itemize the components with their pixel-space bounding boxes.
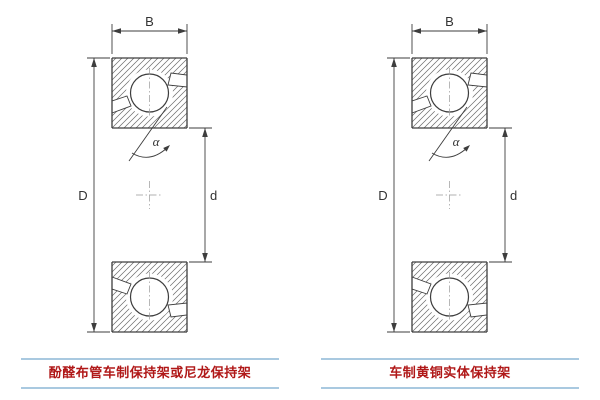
contact-angle-label: α	[453, 134, 461, 149]
bearing-diagram-right: α B D	[378, 14, 517, 333]
bottom-section-outline	[411, 261, 488, 333]
dim-d-arrow-top	[202, 128, 208, 137]
axis-center-mark	[436, 181, 463, 209]
dim-B-arrow-left	[412, 28, 421, 34]
dim-d-extension-lines	[189, 127, 212, 263]
contact-angle-line	[128, 106, 168, 162]
top-ring-gap-right	[467, 72, 488, 88]
dimension-width-B: B	[111, 14, 188, 54]
axis-center-mark	[136, 181, 163, 209]
contact-angle-arrowhead	[163, 145, 170, 152]
figure-left-bearing: α B D	[21, 14, 279, 390]
dim-B-arrow-left	[112, 28, 121, 34]
bottom-section-outline	[111, 261, 188, 333]
dim-d-label: d	[510, 188, 517, 203]
dim-d-arrow-bottom	[202, 253, 208, 262]
dimension-bore-diameter-d: d	[189, 127, 217, 263]
bottom-ring-gap-right	[167, 302, 188, 318]
bottom-ring-gap-right	[467, 302, 488, 318]
dim-B-extension-lines	[411, 24, 488, 54]
dim-B-label: B	[445, 14, 454, 29]
dimension-outer-diameter-D: D	[78, 57, 110, 333]
dim-d-extension-lines	[489, 127, 512, 263]
bottom-ring-section	[111, 261, 188, 333]
figure-right-bearing: α B D	[300, 0, 600, 400]
dim-D-arrow-top	[391, 58, 397, 67]
bottom-ring-section	[411, 261, 488, 333]
top-ring-gap-right	[167, 72, 188, 88]
dim-d-label: d	[210, 188, 217, 203]
bearing-diagram-left: α B D	[78, 14, 217, 333]
dimension-width-B: B	[411, 14, 488, 54]
contact-angle-annotation: α	[128, 106, 170, 162]
dimension-outer-diameter-D: D	[378, 57, 410, 333]
dim-D-label: D	[78, 188, 87, 203]
dimension-bore-diameter-d: d	[489, 127, 517, 263]
caption-left: 酚醛布管车制保持架或尼龙保持架	[21, 358, 279, 390]
dim-d-arrow-top	[502, 128, 508, 137]
contact-angle-line	[428, 106, 468, 162]
caption-right-text: 车制黄铜实体保持架	[389, 365, 511, 380]
caption-right: 车制黄铜实体保持架	[321, 358, 579, 390]
caption-left-text: 酚醛布管车制保持架或尼龙保持架	[48, 365, 252, 380]
dim-D-label: D	[378, 188, 387, 203]
ball-bottom	[429, 277, 470, 317]
top-section-outline	[111, 57, 188, 129]
dim-B-extension-lines	[111, 24, 188, 54]
dim-D-extension-lines	[387, 57, 410, 333]
contact-angle-arrowhead	[463, 145, 470, 152]
top-ring-section	[111, 57, 188, 129]
dim-B-arrow-right	[478, 28, 487, 34]
contact-angle-annotation: α	[428, 106, 470, 162]
top-ring-section	[411, 57, 488, 129]
dim-D-arrow-top	[91, 58, 97, 67]
dim-D-arrow-bottom	[91, 323, 97, 332]
contact-angle-label: α	[153, 134, 161, 149]
dim-d-arrow-bottom	[502, 253, 508, 262]
ball-top	[429, 73, 470, 113]
ball-bottom	[129, 277, 170, 317]
dim-D-arrow-bottom	[391, 323, 397, 332]
ball-top	[129, 73, 170, 113]
dim-B-label: B	[145, 14, 154, 29]
top-section-outline	[411, 57, 488, 129]
dim-D-extension-lines	[87, 57, 110, 333]
dim-B-arrow-right	[178, 28, 187, 34]
